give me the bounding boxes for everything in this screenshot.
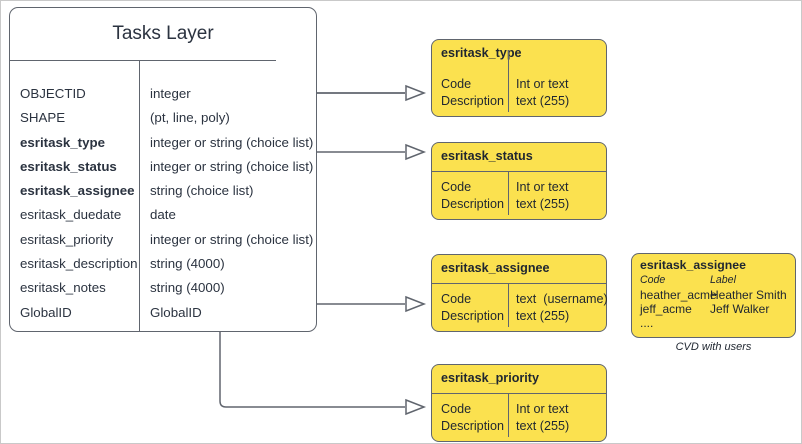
entity-tasks-layer[interactable]: Tasks Layer OBJECTID integer SHAPE (pt, … (9, 7, 317, 332)
field-list: OBJECTID integer SHAPE (pt, line, poly) … (10, 86, 316, 329)
field-row[interactable]: esritask_description string (4000) (10, 256, 316, 280)
domain-box-header-divider (432, 171, 606, 172)
field-row[interactable]: esritask_duedate date (10, 207, 316, 231)
domain-box-type-column: text (username) text (255) (516, 292, 608, 323)
field-row[interactable]: esritask_status integer or string (choic… (10, 159, 316, 183)
cvd-row-label: Heather Smith (710, 288, 787, 302)
field-name: OBJECTID (20, 86, 86, 101)
cvd-panel-assignee[interactable]: esritask_assignee Code Label heather_acm… (631, 253, 796, 338)
field-name: esritask_status (20, 158, 117, 174)
domain-box-title: esritask_priority (441, 371, 540, 385)
cvd-row-code: heather_acme (640, 288, 717, 302)
field-row[interactable]: esritask_priority integer or string (cho… (10, 232, 316, 256)
domain-box-code-column: Code Description (441, 402, 504, 433)
cvd-row-code: jeff_acme (640, 302, 692, 316)
cvd-header-label: Label (710, 274, 736, 286)
domain-box-column-divider (508, 393, 509, 437)
domain-box-esritask-assignee[interactable]: esritask_assignee Code Description text … (431, 254, 608, 332)
domain-box-title: esritask_status (441, 149, 533, 163)
domain-box-type-column: Int or text text (255) (516, 180, 570, 211)
domain-box-code-column: Code Description (441, 77, 504, 108)
field-name: esritask_notes (20, 280, 106, 296)
field-name: esritask_description (20, 256, 138, 272)
domain-box-column-divider (508, 283, 509, 327)
field-name: esritask_duedate (20, 207, 122, 223)
field-type: string (choice list) (150, 183, 254, 199)
entity-title: Tasks Layer (112, 23, 214, 44)
cvd-panel-title: esritask_assignee (640, 258, 746, 272)
arrowhead-type (405, 84, 427, 102)
entity-column-divider (139, 60, 140, 331)
domain-box-esritask-status[interactable]: esritask_status Code Description Int or … (431, 142, 607, 220)
field-row[interactable]: esritask_notes string (4000) (10, 280, 316, 304)
arrowhead-assignee (405, 295, 427, 313)
domain-box-esritask-type[interactable]: esritask_type Code Description Int or te… (431, 39, 607, 117)
field-row[interactable]: esritask_assignee string (choice list) (10, 183, 316, 207)
field-row[interactable]: esritask_type integer or string (choice … (10, 135, 316, 159)
domain-box-code-column: Code Description (441, 292, 504, 323)
cvd-panel-caption: CVD with users (675, 341, 752, 353)
field-type: integer or string (choice list) (150, 134, 314, 150)
field-name: esritask_type (20, 134, 106, 150)
field-type: integer or string (choice list) (150, 158, 314, 174)
field-row[interactable]: OBJECTID integer (10, 86, 316, 110)
field-type: integer (150, 86, 191, 101)
field-row[interactable]: GlobalID GlobalID (10, 305, 316, 329)
field-type: string (4000) (150, 280, 225, 296)
field-row[interactable]: SHAPE (pt, line, poly) (10, 110, 316, 134)
field-name: esritask_priority (20, 231, 114, 247)
field-type: date (150, 207, 176, 223)
cvd-header-code: Code (640, 274, 666, 286)
domain-box-column-divider (508, 50, 509, 112)
domain-box-esritask-priority[interactable]: esritask_priority Code Description Int o… (431, 364, 607, 442)
arrowhead-priority (405, 398, 427, 416)
domain-box-title: esritask_type (441, 46, 522, 60)
cvd-row-ellipsis: .... (640, 316, 654, 330)
domain-box-column-divider (508, 171, 509, 215)
field-name: GlobalID (20, 304, 72, 320)
field-type: GlobalID (150, 304, 202, 320)
field-type: (pt, line, poly) (150, 110, 230, 126)
domain-box-code-column: Code Description (441, 180, 504, 211)
arrowhead-status (405, 143, 427, 161)
domain-box-type-column: Int or text text (255) (516, 77, 570, 108)
field-type: string (4000) (150, 256, 225, 272)
domain-box-header-divider (432, 393, 606, 394)
domain-box-title: esritask_assignee (441, 261, 550, 275)
entity-header-divider (10, 60, 276, 61)
field-name: SHAPE (20, 110, 66, 126)
cvd-row-label: Jeff Walker (710, 302, 770, 316)
domain-box-type-column: Int or text text (255) (516, 402, 570, 433)
field-name: esritask_assignee (20, 183, 135, 199)
field-type: integer or string (choice list) (150, 231, 314, 247)
domain-box-header-divider (432, 283, 606, 284)
